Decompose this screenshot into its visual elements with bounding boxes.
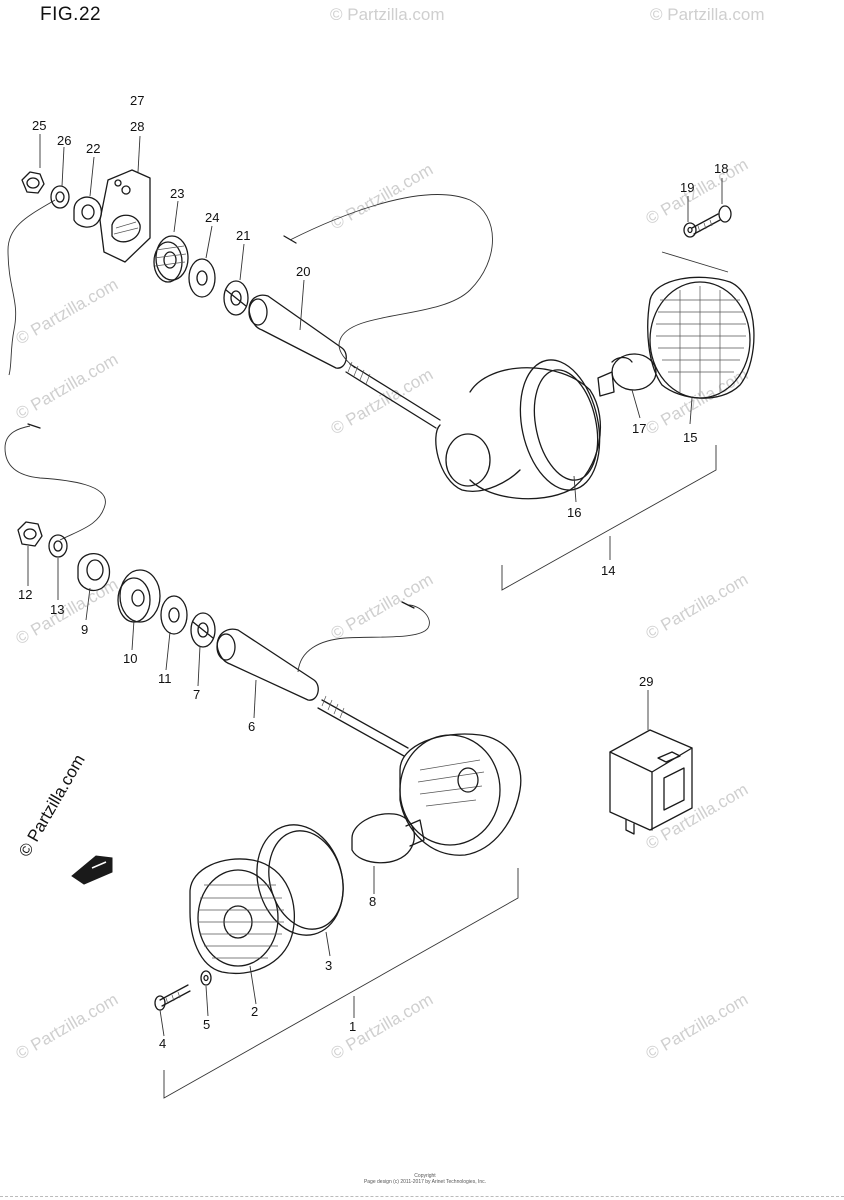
wire-terminal-lower-2 [401,601,415,609]
callout-16: 16 [567,505,581,520]
group-bracket-14 [501,445,717,591]
leader-line [661,251,729,273]
callout-23: 23 [170,186,184,201]
threaded-shaft-lower [317,695,409,757]
bulb-17 [597,353,657,397]
screw-4 [154,984,191,1011]
washer-5 [200,970,212,986]
stem-6 [216,628,319,701]
watermark: © Partzilla.com [13,275,122,349]
watermark: © Partzilla.com [328,160,437,234]
callout-20: 20 [296,264,310,279]
upper-turn-signal-assembly [7,169,755,591]
callout-9: 9 [81,622,88,637]
rubber-mount-22 [73,196,103,228]
nut-25 [21,171,45,194]
gasket-3 [256,824,344,936]
watermark: © Partzilla.com [328,570,437,644]
copyright-line-2: Page design (c) 2011-2017 by Arinet Tech… [363,1179,487,1185]
callout-19: 19 [680,180,694,195]
callout-8: 8 [369,894,376,909]
callout-12: 12 [18,587,32,602]
callout-11: 11 [158,671,172,686]
washer-26 [50,185,70,209]
watermark: © Partzilla.com [328,990,437,1064]
callout-3: 3 [325,958,332,973]
copyright-line-1: Copyright [414,1173,436,1179]
threaded-shaft-upper [345,361,441,429]
callout-21: 21 [236,228,250,243]
watermark: © Partzilla.com [643,155,752,229]
callout-4: 4 [159,1036,166,1051]
damper-23 [153,235,189,283]
wire-terminal [283,235,297,244]
callout-10: 10 [123,651,137,666]
copyright-footer: Copyright Page design (c) 2011-2017 by A… [330,1173,520,1185]
callout-25: 25 [32,118,46,133]
callout-27: 27 [130,93,144,108]
watermark: © Partzilla.com [13,350,122,424]
callout-18: 18 [714,161,728,176]
callout-13: 13 [50,602,64,617]
group-bracket-1 [163,868,519,1099]
callout-22: 22 [86,141,100,156]
callout-14: 14 [601,563,615,578]
watermark: © Partzilla.com [643,780,752,854]
bulb-8 [351,813,425,864]
callout-2: 2 [251,1004,258,1019]
watermark: © Partzilla.com [13,990,122,1064]
forward-arrow-icon [71,855,113,885]
callout-6: 6 [248,719,255,734]
watermark: © Partzilla.com [330,5,445,24]
bottom-divider [0,1196,844,1197]
watermark: © Partzilla.com [328,365,437,439]
relay-29 [609,729,693,835]
watermark-group: © Partzilla.com © Partzilla.com © Partzi… [13,5,765,1063]
nut-12 [17,521,43,547]
figure-title: FIG.22 [40,4,102,25]
callout-1: 1 [349,1019,356,1034]
lock-washer-7 [190,612,216,648]
screw-18 [691,205,732,235]
callout-28: 28 [130,119,144,134]
callout-26: 26 [57,133,71,148]
lens-15 [647,276,755,399]
watermark: © Partzilla.com [650,5,765,24]
callout-5: 5 [203,1017,210,1032]
callout-17: 17 [632,421,646,436]
leader-lines [27,134,723,1037]
callout-7: 7 [193,687,200,702]
callout-29: 29 [639,674,653,689]
callout-24: 24 [205,210,219,225]
washer-13 [48,534,68,558]
damper-10 [117,569,161,623]
lens-2 [189,858,296,974]
wire-terminal-lower [27,423,41,429]
callout-labels: 1 2 3 4 5 6 7 8 9 10 11 12 13 14 15 16 1… [18,93,728,1051]
housing-16 [435,359,602,500]
watermark-dark: © Partzilla.com [15,751,89,860]
bracket-27-28 [99,169,151,263]
washer-11 [160,595,188,635]
ground-wire [7,199,56,376]
callout-15: 15 [683,430,697,445]
housing-lower [399,733,522,856]
watermark: © Partzilla.com [643,570,752,644]
signal-wire-lower [297,604,430,673]
lock-washer-21 [223,280,249,316]
watermark: © Partzilla.com [643,365,752,439]
stem-20 [248,294,347,369]
watermark: © Partzilla.com [643,990,752,1064]
signal-wire-upper [289,194,493,369]
washer-24 [188,258,216,298]
lower-turn-signal-assembly [4,423,522,1099]
rubber-mount-9 [77,553,111,592]
washer-19 [683,222,697,238]
ground-wire-lower [4,425,106,541]
